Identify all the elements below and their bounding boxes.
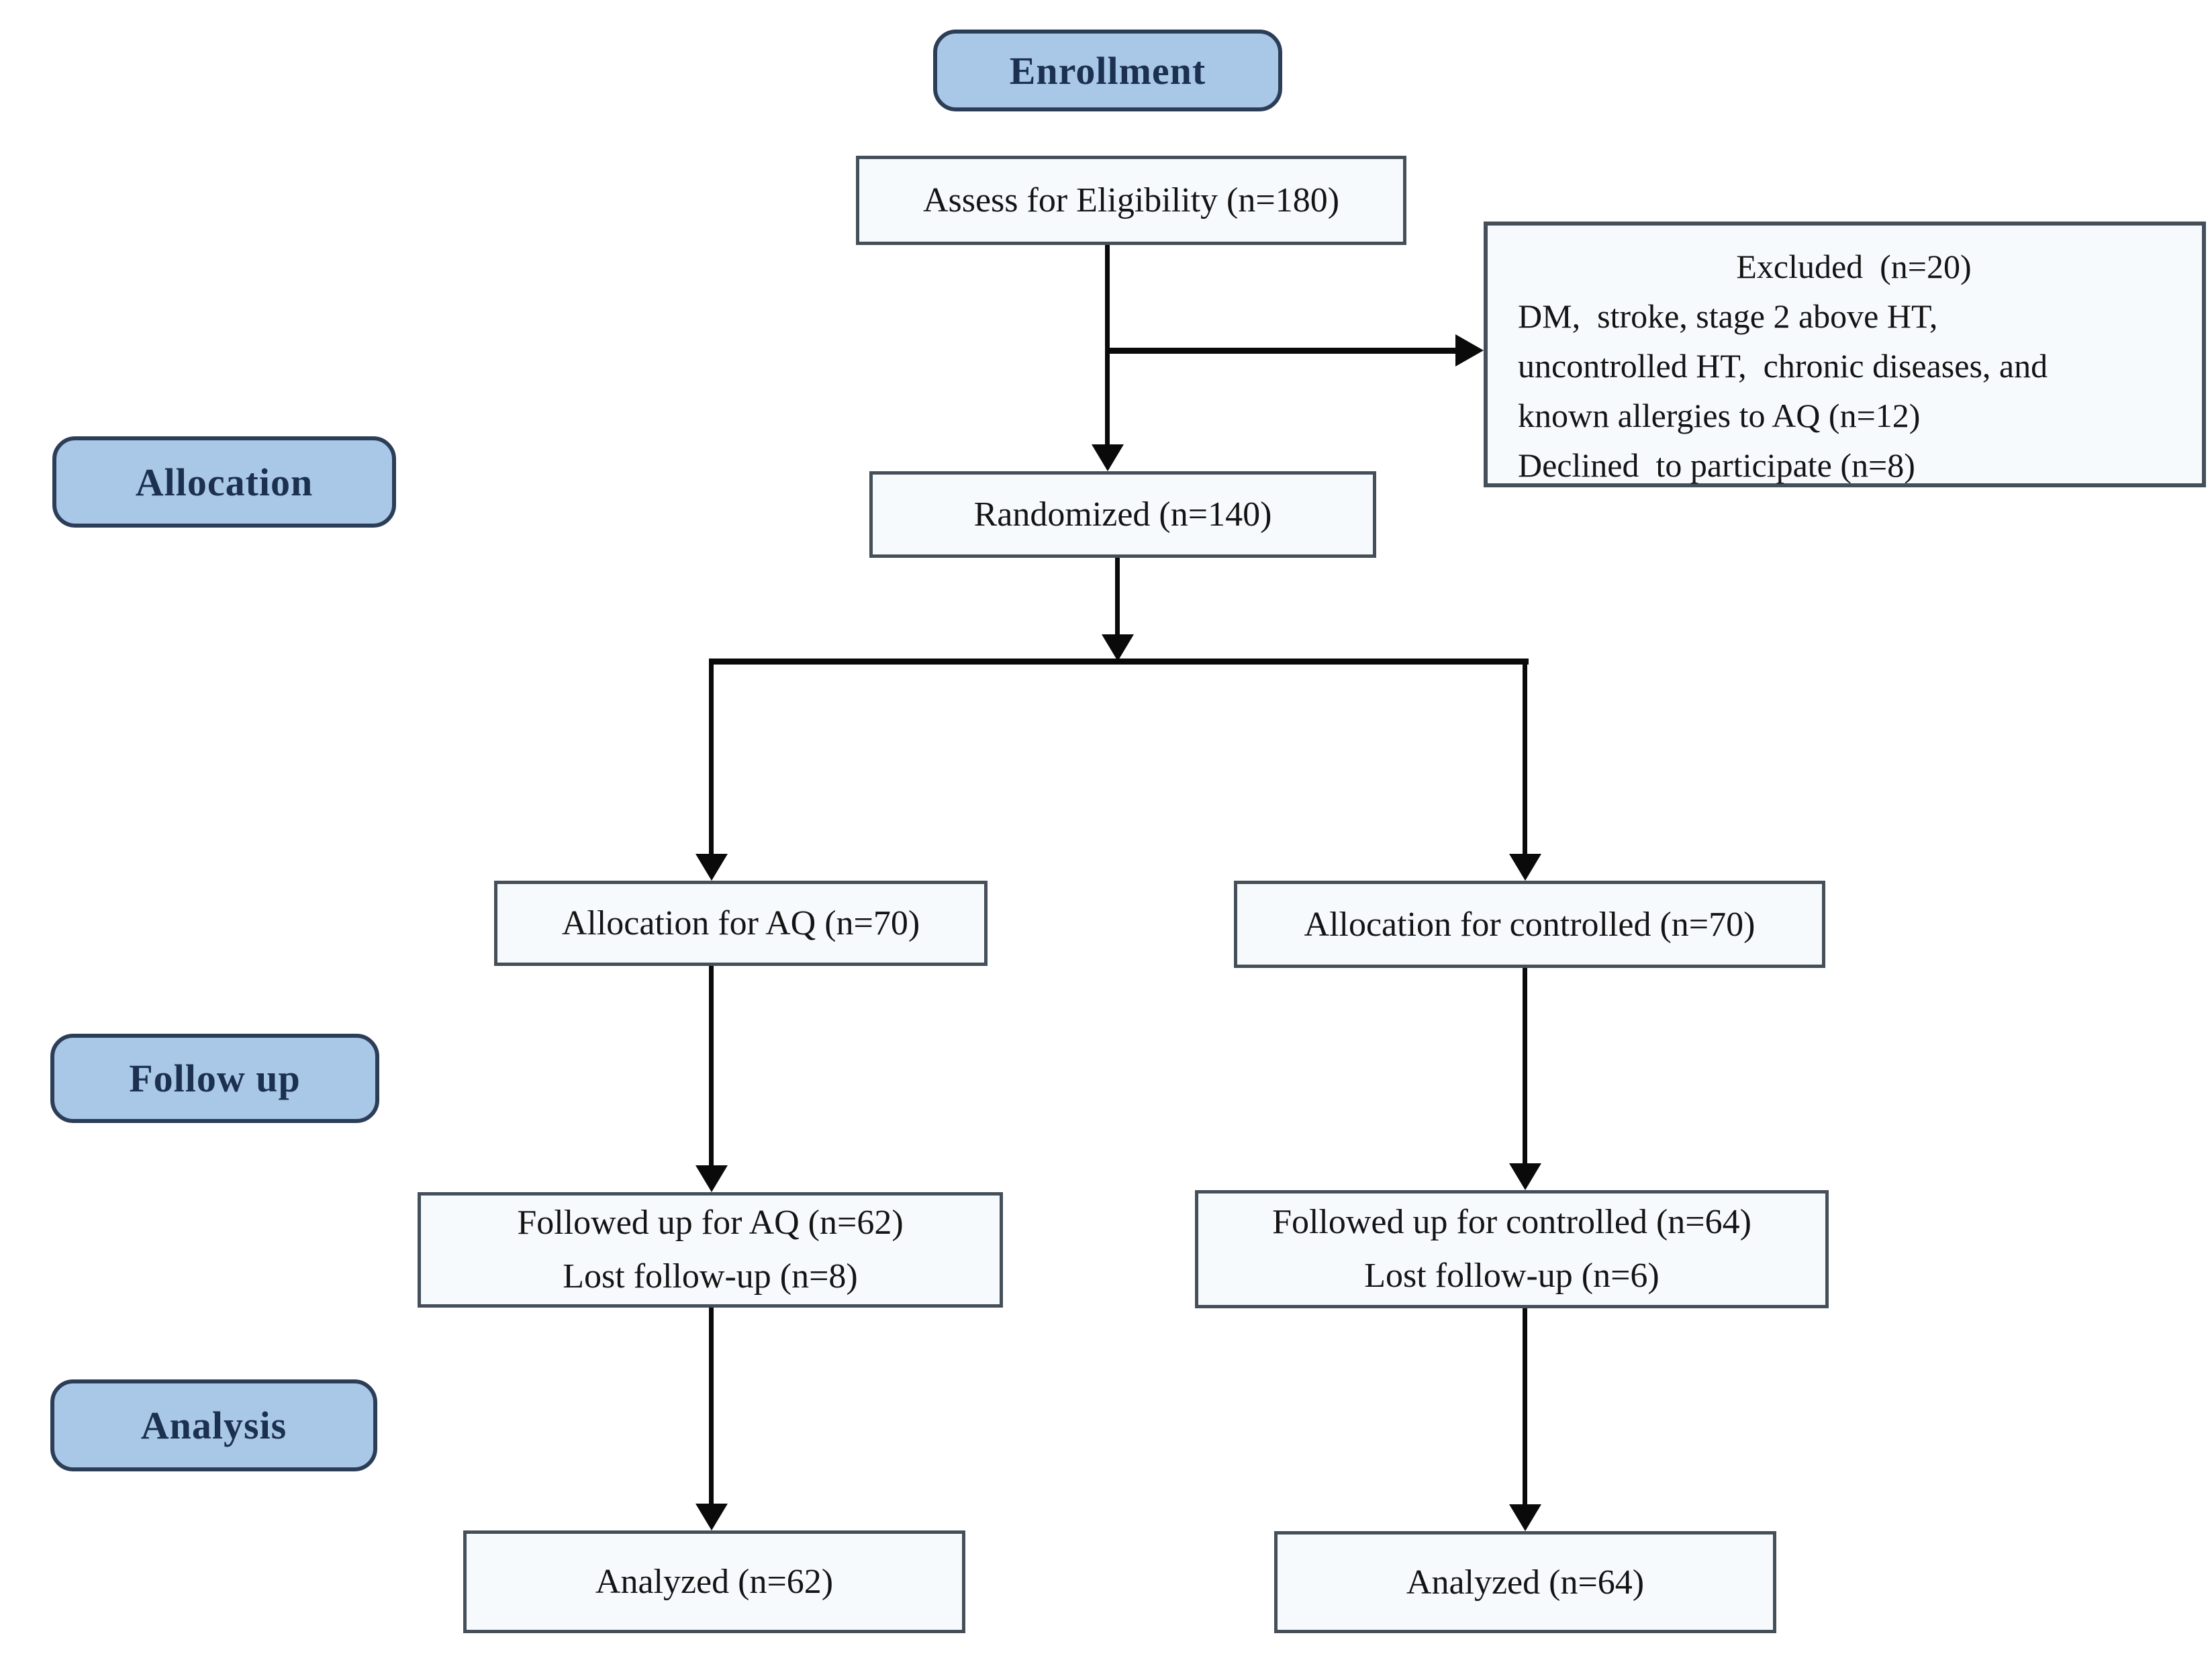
excluded-reason-line: DM, stroke, stage 2 above HT, xyxy=(1518,297,1938,335)
stage-label-follow-up: Follow up xyxy=(50,1034,379,1123)
excluded-reason-line: Declined to participate (n=8) xyxy=(1518,446,1915,484)
node-randomized: Randomized (n=140) xyxy=(869,471,1376,558)
connector-split-to-alloc-aq-arrowhead xyxy=(695,854,728,881)
node-analyzed-controlled: Analyzed (n=64) xyxy=(1274,1531,1776,1633)
connector-followed-aq-to-analyzed-arrowhead xyxy=(695,1504,728,1530)
connector-followed-controlled-to-analyzed-arrowhead xyxy=(1509,1504,1541,1531)
stage-label-allocation: Allocation xyxy=(52,436,396,528)
connector-to-excluded-line xyxy=(1105,348,1457,354)
connector-alloc-aq-to-followed-line xyxy=(709,966,714,1167)
excluded-title: Excluded (n=20) xyxy=(1736,248,1972,285)
split-bar-line xyxy=(709,659,1529,665)
connector-assess-to-randomized-line xyxy=(1105,245,1110,446)
node-assess-eligibility: Assess for Eligibility (n=180) xyxy=(856,156,1406,245)
followed-up-controlled-line: Followed up for controlled (n=64) xyxy=(1272,1203,1751,1241)
connector-followed-aq-to-analyzed-line xyxy=(709,1308,714,1506)
excluded-reason-line: known allergies to AQ (n=12) xyxy=(1518,397,1921,434)
node-analyzed-aq: Analyzed (n=62) xyxy=(463,1530,965,1633)
connector-randomized-to-split-arrowhead xyxy=(1102,634,1134,661)
connector-alloc-aq-to-followed-arrowhead xyxy=(695,1165,728,1192)
stage-label-analysis: Analysis xyxy=(50,1379,377,1471)
connector-assess-to-randomized-arrowhead xyxy=(1092,444,1124,471)
stage-label-enrollment: Enrollment xyxy=(933,30,1282,111)
node-allocation-controlled: Allocation for controlled (n=70) xyxy=(1234,881,1825,968)
connector-split-to-alloc-controlled-line xyxy=(1523,661,1527,856)
connector-alloc-controlled-to-followed-line xyxy=(1523,968,1527,1165)
followed-up-aq-line: Followed up for AQ (n=62) xyxy=(517,1204,904,1242)
excluded-reason-line: uncontrolled HT, chronic diseases, and xyxy=(1518,347,2048,385)
connector-split-to-alloc-aq-line xyxy=(709,661,714,856)
connector-to-excluded-arrowhead xyxy=(1455,334,1484,367)
connector-split-to-alloc-controlled-arrowhead xyxy=(1509,854,1541,881)
connector-alloc-controlled-to-followed-arrowhead xyxy=(1509,1163,1541,1190)
lost-follow-up-controlled-line: Lost follow-up (n=6) xyxy=(1364,1257,1660,1295)
lost-follow-up-aq-line: Lost follow-up (n=8) xyxy=(563,1257,858,1296)
node-excluded: Excluded (n=20) DM, stroke, stage 2 abov… xyxy=(1484,222,2206,487)
connector-randomized-to-split-line xyxy=(1115,558,1120,636)
node-followed-up-controlled: Followed up for controlled (n=64) Lost f… xyxy=(1195,1190,1829,1308)
connector-followed-controlled-to-analyzed-line xyxy=(1523,1308,1527,1506)
node-allocation-aq: Allocation for AQ (n=70) xyxy=(494,881,988,966)
node-followed-up-aq: Followed up for AQ (n=62) Lost follow-up… xyxy=(418,1192,1003,1308)
